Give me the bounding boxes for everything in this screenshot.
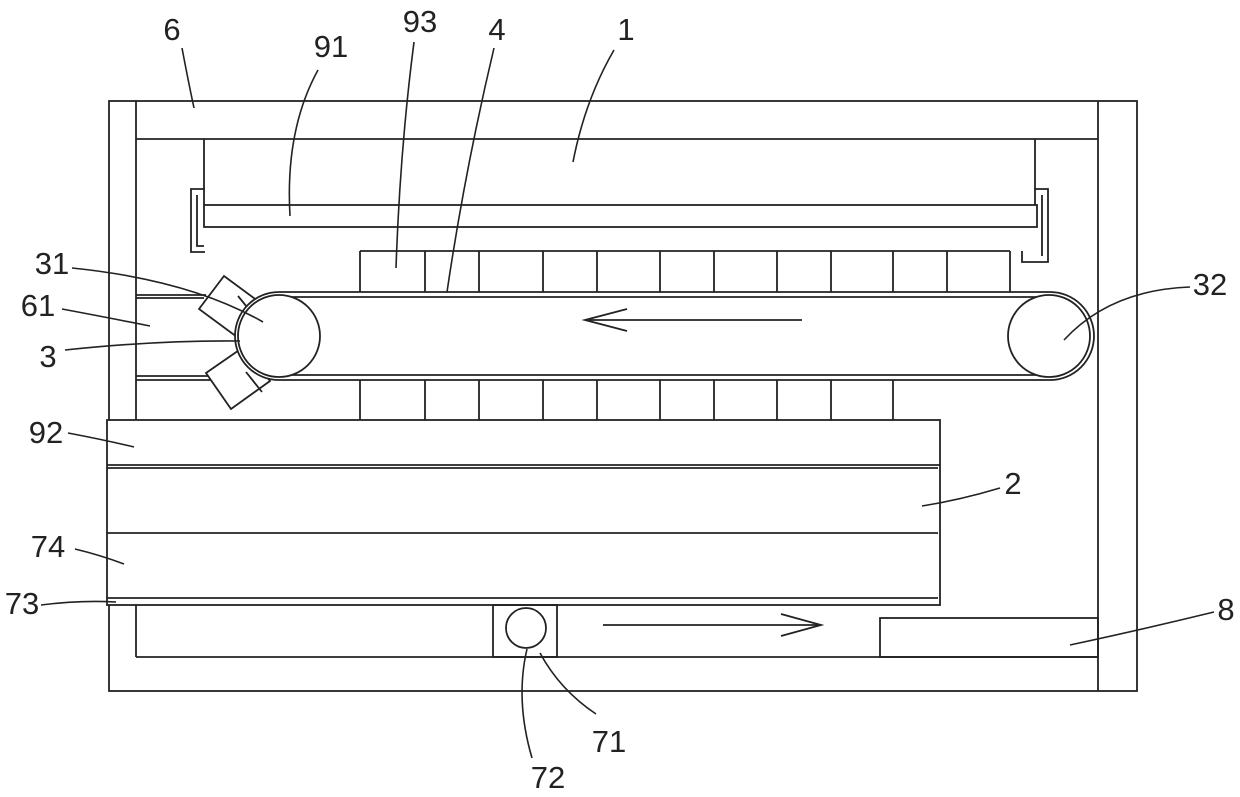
leader-line-6	[182, 48, 194, 108]
callout-label-31: 31	[35, 246, 69, 281]
callout-label-1: 1	[617, 12, 634, 47]
callout-label-32: 32	[1193, 267, 1227, 302]
leader-line-3	[65, 341, 240, 350]
leader-line-91	[289, 70, 318, 216]
drive-wheel	[506, 608, 546, 648]
leader-line-93	[396, 42, 414, 268]
belt-outer	[235, 292, 1094, 380]
leader-line-72	[522, 649, 532, 758]
drive-housing	[493, 605, 557, 657]
lower-grid	[360, 380, 893, 420]
bottom-right-box	[880, 618, 1098, 657]
callout-label-2: 2	[1004, 466, 1021, 501]
callout-label-91: 91	[314, 29, 348, 64]
left-roller	[238, 295, 320, 377]
right-roller	[1008, 295, 1090, 377]
upper-housing	[191, 139, 1048, 262]
callout-label-3: 3	[39, 339, 56, 374]
block-outline	[107, 420, 940, 605]
upper-grid	[360, 251, 1010, 292]
callout-label-71: 71	[592, 724, 626, 759]
conveyor-belt	[235, 292, 1094, 380]
callout-label-92: 92	[29, 415, 63, 450]
callout-label-61: 61	[21, 288, 55, 323]
lower-block	[107, 420, 940, 605]
leader-line-4	[447, 48, 494, 292]
callout-label-74: 74	[31, 529, 65, 564]
callout-label-73: 73	[5, 586, 39, 621]
leader-line-8	[1070, 612, 1214, 645]
leader-line-1	[573, 50, 614, 162]
callout-label-93: 93	[403, 4, 437, 39]
bottom-drive	[493, 605, 821, 657]
callout-label-8: 8	[1217, 592, 1234, 627]
leader-line-71	[540, 653, 596, 714]
upper-plate	[204, 205, 1037, 227]
leader-line-73	[41, 601, 116, 605]
left-bracket	[191, 189, 205, 252]
callout-label-72: 72	[531, 760, 565, 795]
callout-label-6: 6	[163, 12, 180, 47]
callout-labels: 6 91 93 4 1 31 32 61 3 92 2 74 73 8 71 7…	[5, 4, 1235, 795]
callout-label-4: 4	[488, 12, 505, 47]
leader-lines	[41, 42, 1214, 758]
